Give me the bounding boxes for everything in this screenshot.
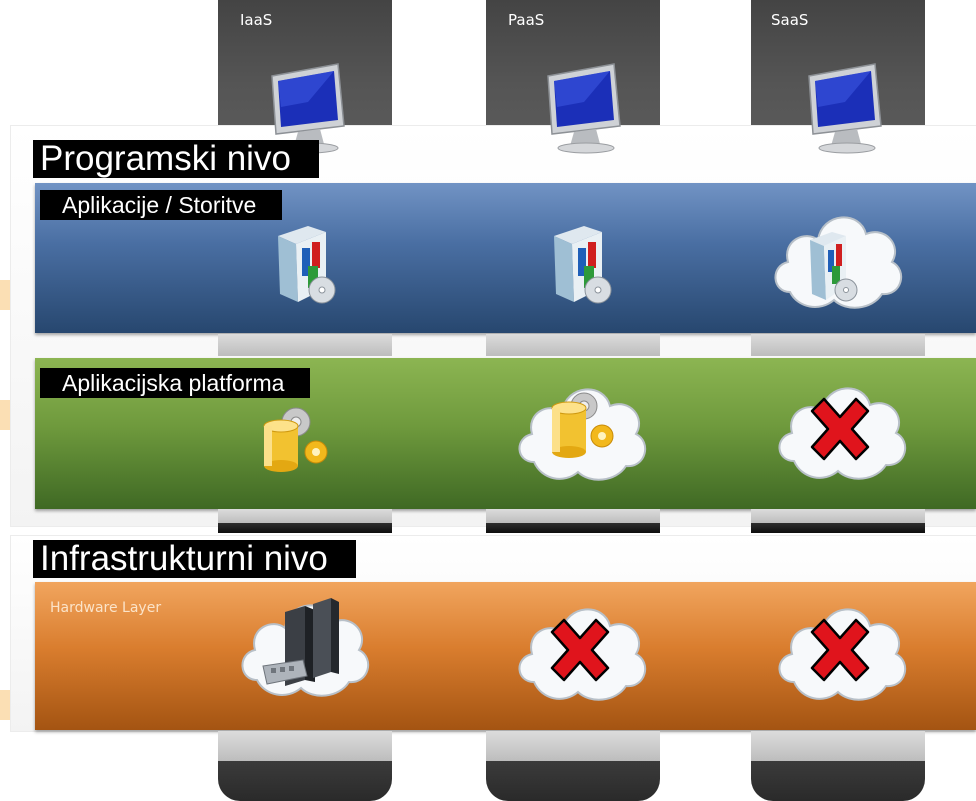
- column-strip: [486, 731, 660, 761]
- column-strip: [751, 334, 925, 356]
- application-in-cloud-icon: [774, 216, 902, 309]
- cloud-with-red-x-icon: [518, 608, 646, 701]
- column-strip: [486, 523, 660, 533]
- column-strip: [486, 334, 660, 356]
- cloud-with-red-x-icon: [778, 387, 906, 480]
- left-edge-decoration: [0, 280, 10, 310]
- database-gear-in-cloud-icon: [518, 388, 646, 481]
- column-base: [486, 761, 660, 801]
- monitor-icon: [271, 63, 345, 154]
- platform-layer-label: Aplikacijska platforma: [40, 368, 311, 398]
- column-base: [751, 761, 925, 801]
- column-strip: [218, 523, 392, 533]
- column-label-paas: PaaS: [508, 11, 545, 29]
- column-strip: [218, 509, 392, 523]
- column-base: [218, 761, 392, 801]
- application-box-icon: [278, 226, 336, 304]
- left-edge-decoration: [0, 400, 10, 430]
- left-edge-decoration: [0, 690, 10, 720]
- column-label-iaas: IaaS: [240, 11, 273, 29]
- column-strip: [751, 523, 925, 533]
- column-strip: [218, 334, 392, 356]
- column-strip: [751, 731, 925, 761]
- applications-layer-label: Aplikacije / Storitve: [40, 190, 283, 220]
- servers-in-cloud-icon: [241, 598, 369, 697]
- cloud-with-red-x-icon: [778, 608, 906, 701]
- hardware-layer-label: Hardware Layer: [50, 600, 162, 616]
- software-level-label: Programski nivo: [33, 140, 319, 178]
- column-label-saas: SaaS: [771, 11, 809, 29]
- column-strip: [486, 509, 660, 523]
- infrastructure-level-label: Infrastrukturni nivo: [33, 540, 356, 578]
- database-gear-icon: [263, 407, 328, 472]
- column-strip: [751, 509, 925, 523]
- monitor-icon: [547, 63, 621, 154]
- column-strip: [218, 731, 392, 761]
- application-box-icon: [554, 226, 612, 304]
- monitor-icon: [808, 63, 882, 154]
